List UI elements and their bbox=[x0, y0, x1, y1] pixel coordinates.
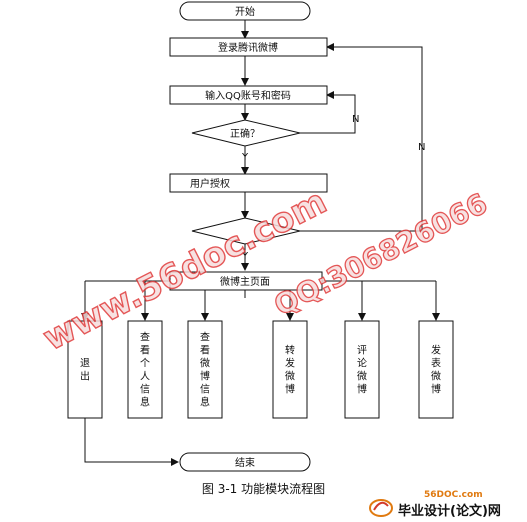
option-label: 查看微博信息 bbox=[200, 331, 210, 409]
check-no-label: N bbox=[352, 114, 359, 125]
option-label: 评论微博 bbox=[357, 345, 367, 396]
option-repost: 转发微博 bbox=[272, 320, 308, 419]
start-label: 开始 bbox=[235, 5, 255, 18]
input-label: 输入QQ账号和密码 bbox=[205, 89, 291, 102]
option-label: 查看个人信息 bbox=[140, 331, 150, 409]
option-post: 发表微博 bbox=[418, 320, 454, 419]
option-label: 发表微博 bbox=[431, 344, 441, 396]
option-comment: 评论微博 bbox=[344, 320, 380, 419]
check-label: 正确？ bbox=[230, 127, 260, 140]
auth-step: 用户授权 bbox=[169, 173, 328, 193]
option-label: 退出 bbox=[80, 358, 90, 383]
check-decision: 正确？ bbox=[191, 119, 301, 147]
logo-name: 毕业设计(论文)网 bbox=[398, 504, 501, 519]
start-node: 开始 bbox=[179, 1, 311, 21]
auth-no-label: N bbox=[418, 142, 425, 153]
login-step: 登录腾讯微博 bbox=[169, 37, 328, 57]
auth-yes-label: Y bbox=[241, 251, 249, 262]
connectors bbox=[81, 20, 440, 466]
option-label: 转发微博 bbox=[285, 344, 295, 396]
check-yes-label: Y bbox=[241, 152, 249, 163]
option-exit: 退出 bbox=[67, 320, 103, 419]
logo-site: 56DOC.com bbox=[424, 490, 483, 500]
figure-caption: 图 3-1 功能模块流程图 bbox=[201, 482, 326, 496]
auth-decision bbox=[191, 217, 301, 245]
login-label: 登录腾讯微博 bbox=[218, 41, 278, 54]
input-step: 输入QQ账号和密码 bbox=[169, 85, 328, 105]
site-logo: 56DOC.com 毕业设计(论文)网 bbox=[368, 490, 526, 520]
end-label: 结束 bbox=[235, 456, 255, 469]
option-view-weibo: 查看微博信息 bbox=[187, 320, 223, 419]
home-label: 微博主页面 bbox=[220, 275, 270, 288]
option-view-profile: 查看个人信息 bbox=[127, 320, 163, 419]
end-node: 结束 bbox=[179, 452, 311, 472]
logo-mark-icon bbox=[369, 499, 393, 517]
home-step: 微博主页面 bbox=[169, 271, 323, 291]
auth-label: 用户授权 bbox=[190, 177, 230, 190]
